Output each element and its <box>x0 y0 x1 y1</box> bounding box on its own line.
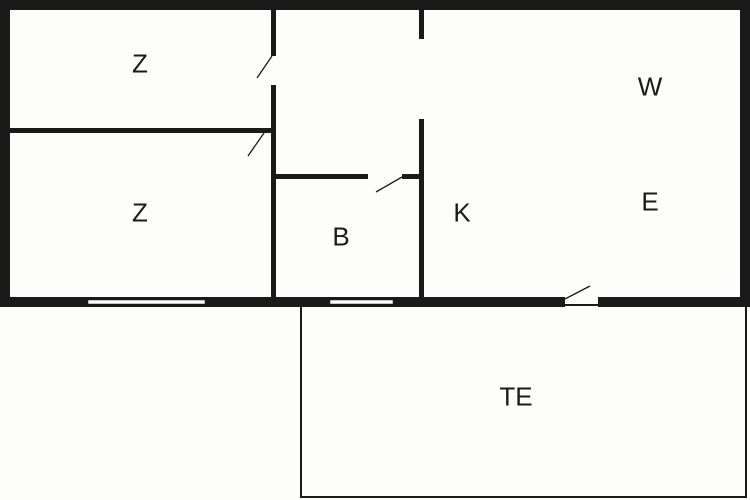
outer-wall-bottom-left <box>0 297 565 307</box>
outer-wall-left <box>0 0 10 307</box>
room-label-living-e: E <box>641 186 659 217</box>
wall <box>402 174 422 179</box>
window <box>87 299 206 305</box>
wall <box>419 10 424 39</box>
outer-wall-right <box>740 0 750 307</box>
door-swing <box>375 176 403 193</box>
room-label-terrace: TE <box>499 381 533 412</box>
room-label-kitchen: K <box>453 197 471 228</box>
room-label-bedroom-2: Z <box>132 197 148 228</box>
door-swing <box>564 285 591 300</box>
room-label-living-w: W <box>637 71 663 102</box>
door-swing <box>256 55 273 79</box>
room-label-bedroom-1: Z <box>132 48 148 79</box>
room-label-bathroom: B <box>332 221 350 252</box>
wall <box>271 10 276 56</box>
wall <box>271 85 276 297</box>
wall <box>10 128 272 133</box>
outer-wall-top <box>0 0 750 10</box>
wall <box>276 174 368 179</box>
window <box>329 299 394 305</box>
outer-wall-bottom-right <box>598 297 750 307</box>
door-swing <box>247 132 265 157</box>
wall <box>419 119 424 297</box>
